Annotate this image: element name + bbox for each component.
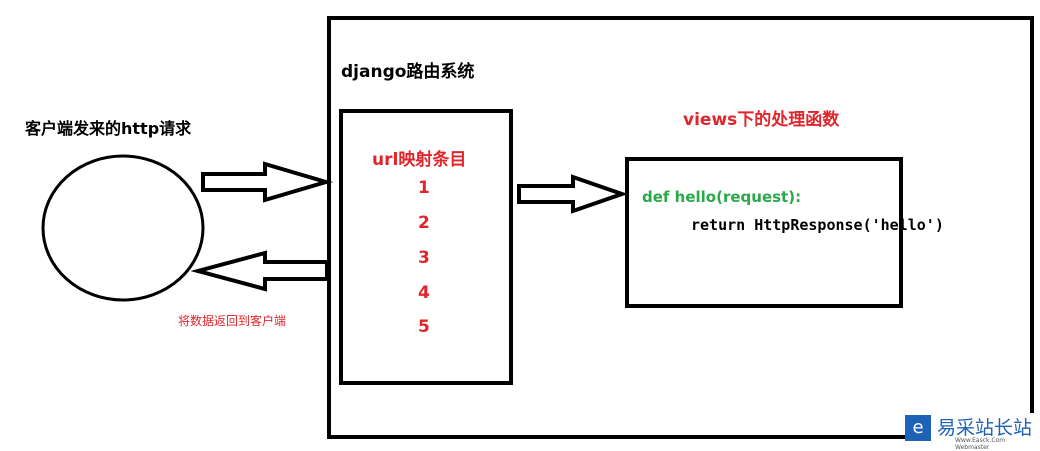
response-arrow — [190, 250, 329, 292]
django-system-title: django路由系统 — [341, 62, 475, 82]
watermark: e 易采站长站 Www.Easck.Com Webmaster — [905, 413, 1040, 451]
client-request-label: 客户端发来的http请求 — [25, 119, 192, 138]
url-mapping-box — [339, 109, 513, 385]
watermark-sub: Www.Easck.Com Webmaster — [955, 437, 1006, 451]
views-title: views下的处理函数 — [683, 110, 840, 130]
views-function-box — [625, 157, 903, 308]
return-to-client-label: 将数据返回到客户端 — [178, 314, 287, 328]
code-line-return: return HttpResponse('hello') — [691, 216, 944, 234]
dispatch-arrow — [517, 174, 629, 214]
watermark-name: 易采站长站 — [937, 417, 1033, 439]
url-item-4: 4 — [418, 283, 430, 303]
url-box-title: url映射条目 — [372, 150, 467, 170]
url-item-1: 1 — [418, 178, 430, 198]
url-item-3: 3 — [418, 248, 430, 268]
watermark-logo-icon: e — [905, 415, 931, 441]
url-item-2: 2 — [418, 213, 430, 233]
django-system-box — [327, 16, 1034, 439]
client-circle — [41, 154, 205, 302]
request-arrow — [201, 161, 334, 203]
code-line-def: def hello(request): — [642, 188, 802, 206]
url-item-5: 5 — [418, 317, 430, 337]
